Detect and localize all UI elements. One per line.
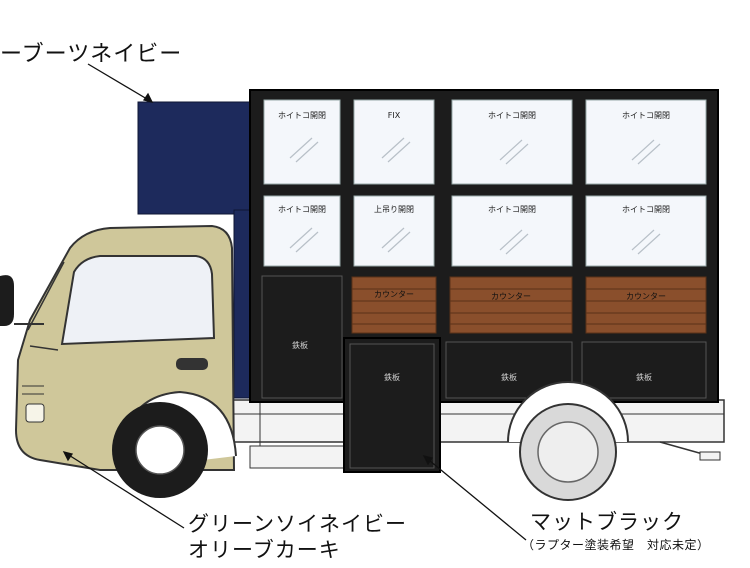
- counters: [351, 276, 707, 334]
- panel-label: 鉄板: [384, 372, 400, 382]
- window: [585, 195, 707, 267]
- navy-panel-lower: [233, 209, 251, 399]
- front-wheel: [112, 402, 208, 498]
- navy-color-label: ーブーツネイビー: [0, 42, 183, 67]
- panel-label: 鉄板: [292, 340, 308, 350]
- window: [353, 99, 435, 185]
- leader-lines: [62, 63, 527, 541]
- steel-panel: [261, 275, 343, 399]
- window-label: ホイトコ開閉: [622, 205, 670, 214]
- counter-label: カウンター: [374, 290, 414, 299]
- window: [263, 99, 341, 185]
- counter-label: カウンター: [491, 292, 531, 301]
- rear-wheel: [507, 381, 629, 501]
- door: [343, 337, 441, 473]
- counter-label: カウンター: [626, 292, 666, 301]
- window: [353, 195, 435, 267]
- glass-reflections: [289, 137, 661, 255]
- panel-label: 鉄板: [636, 372, 652, 382]
- window-label: ホイトコ開閉: [488, 205, 536, 214]
- window-label: ホイトコ開閉: [278, 111, 326, 120]
- window: [451, 195, 573, 267]
- window: [585, 99, 707, 185]
- window-label: 上吊り開閉: [374, 205, 414, 214]
- body-color-note: （ラプター塗装希望 対応未定）: [522, 538, 710, 552]
- window: [263, 195, 341, 267]
- mirror: [0, 275, 14, 326]
- window-label: ホイトコ開閉: [278, 205, 326, 214]
- panel-label: 鉄板: [501, 372, 517, 382]
- cab-color-label: グリーンソイネイビー: [188, 512, 407, 536]
- window-label: ホイトコ開閉: [488, 111, 536, 120]
- cab-color-label: オリーブカーキ: [188, 538, 341, 562]
- window-row-2: [263, 195, 707, 267]
- window-label: ホイトコ開閉: [622, 111, 670, 120]
- window: [451, 99, 573, 185]
- counter: [449, 276, 573, 334]
- counter: [585, 276, 707, 334]
- counter: [351, 276, 437, 334]
- navy-panel: [137, 101, 251, 215]
- chassis-rail: [229, 399, 725, 443]
- body-color-label: マットブラック: [530, 510, 684, 534]
- window-label: FIX: [388, 111, 401, 120]
- window-row-1: [263, 99, 707, 185]
- steel-panel: [581, 341, 707, 399]
